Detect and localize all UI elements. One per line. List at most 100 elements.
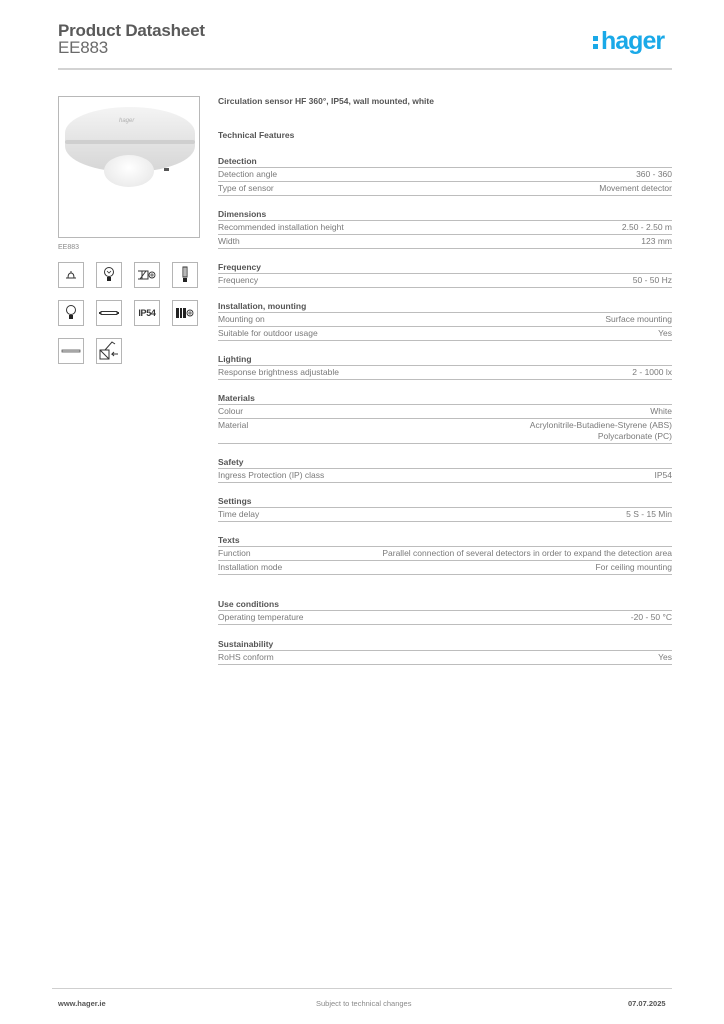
spec-value: White — [650, 406, 672, 416]
header-divider — [58, 68, 672, 70]
section-use-conditions: Use conditions Operating temperature -20… — [218, 598, 672, 625]
spec-value: Surface mounting — [605, 314, 672, 324]
spec-row: Material Acrylonitrile-Butadiene-Styrene… — [218, 419, 672, 444]
fluorescent-tube-icon — [96, 300, 122, 326]
section-title: Safety — [218, 456, 672, 469]
hager-logo: hager — [593, 27, 665, 56]
spec-label: Operating temperature — [218, 612, 304, 622]
spec-value: 2.50 - 2.50 m — [621, 222, 672, 232]
section-frequency: Frequency Frequency 50 - 50 Hz — [218, 261, 672, 288]
ip54-label: IP54 — [138, 308, 156, 318]
section-safety: Safety Ingress Protection (IP) class IP5… — [218, 456, 672, 483]
section-title: Lighting — [218, 353, 672, 366]
sensor-brand-mark: hager — [119, 118, 135, 124]
spec-row: Time delay 5 S - 15 Min — [218, 508, 672, 522]
spec-row: Recommended installation height 2.50 - 2… — [218, 221, 672, 235]
ferromagnetic-transformer-icon — [172, 300, 198, 326]
sensor-dome — [104, 155, 154, 187]
spec-label: Material — [218, 420, 249, 430]
ip54-icon: IP54 — [134, 300, 160, 326]
section-title: Sustainability — [218, 638, 672, 651]
page-title: Product Datasheet — [58, 21, 205, 40]
spec-value: 2 - 1000 lx — [632, 367, 672, 377]
halogen-bulb-icon — [96, 262, 122, 288]
spec-value: Parallel connection of several detectors… — [382, 548, 672, 558]
spec-value: 50 - 50 Hz — [632, 275, 672, 285]
product-code: EE883 — [58, 38, 109, 57]
section-title: Installation, mounting — [218, 300, 672, 313]
switch-input-icon — [96, 338, 122, 364]
spec-label: Colour — [218, 406, 244, 416]
spec-row: Suitable for outdoor usage Yes — [218, 327, 672, 341]
spec-row: Function Parallel connection of several … — [218, 547, 672, 561]
ceiling-lamp-icon — [58, 262, 84, 288]
product-description: Circulation sensor HF 360°, IP54, wall m… — [218, 96, 434, 106]
spec-label: Type of sensor — [218, 183, 274, 193]
spec-value: -20 - 50 °C — [630, 612, 672, 622]
material-pc: Polycarbonate (PC) — [597, 431, 672, 441]
spec-row: Frequency 50 - 50 Hz — [218, 274, 672, 288]
section-lighting: Lighting Response brightness adjustable … — [218, 353, 672, 380]
spec-value: Yes — [658, 652, 672, 662]
section-title: Detection — [218, 155, 672, 168]
sensor-band — [65, 140, 195, 144]
sensor-adjuster — [164, 168, 169, 171]
spec-label: Suitable for outdoor usage — [218, 328, 318, 338]
spec-row: Mounting on Surface mounting — [218, 313, 672, 327]
section-installation-mounting: Installation, mounting Mounting on Surfa… — [218, 300, 672, 341]
spec-label: Response brightness adjustable — [218, 367, 339, 377]
section-texts: Texts Function Parallel connection of se… — [218, 534, 672, 575]
spec-value: Yes — [658, 328, 672, 338]
spec-value: Movement detector — [599, 183, 672, 193]
spec-row: Colour White — [218, 405, 672, 419]
spec-value: 123 mm — [641, 236, 672, 246]
product-image: hager — [58, 96, 200, 238]
spec-row: RoHS conform Yes — [218, 651, 672, 665]
section-materials: Materials Colour White Material Acryloni… — [218, 392, 672, 444]
spec-row: Width 123 mm — [218, 235, 672, 249]
section-title: Use conditions — [218, 598, 672, 611]
section-detection: Detection Detection angle 360 - 360 Type… — [218, 155, 672, 196]
led-tube-icon — [58, 338, 84, 364]
section-settings: Settings Time delay 5 S - 15 Min — [218, 495, 672, 522]
spec-label: Ingress Protection (IP) class — [218, 470, 325, 480]
spec-label: Width — [218, 236, 240, 246]
section-title: Texts — [218, 534, 672, 547]
footer-notice: Subject to technical changes — [316, 999, 412, 1008]
image-caption: EE883 — [58, 244, 80, 251]
incandescent-bulb-icon — [58, 300, 84, 326]
spec-row: Installation mode For ceiling mounting — [218, 561, 672, 575]
section-title: Settings — [218, 495, 672, 508]
material-abs: Acrylonitrile-Butadiene-Styrene (ABS) — [529, 420, 672, 430]
spec-row: Ingress Protection (IP) class IP54 — [218, 469, 672, 483]
footer-divider — [52, 988, 672, 989]
spec-label: Recommended installation height — [218, 222, 344, 232]
electronic-transformer-icon — [134, 262, 160, 288]
spec-label: Function — [218, 548, 251, 558]
spec-label: Installation mode — [218, 562, 283, 572]
section-sustainability: Sustainability RoHS conform Yes — [218, 638, 672, 665]
section-title: Dimensions — [218, 208, 672, 221]
spec-label: Mounting on — [218, 314, 265, 324]
section-title: Frequency — [218, 261, 672, 274]
footer-website-link[interactable]: www.hager.ie — [58, 999, 106, 1008]
spec-row: Response brightness adjustable 2 - 1000 … — [218, 366, 672, 380]
spec-value: 5 S - 15 Min — [626, 509, 672, 519]
spec-row: Detection angle 360 - 360 — [218, 168, 672, 182]
spec-label: Time delay — [218, 509, 260, 519]
section-title: Materials — [218, 392, 672, 405]
spec-row: Type of sensor Movement detector — [218, 182, 672, 196]
spec-label: RoHS conform — [218, 652, 274, 662]
spec-label: Frequency — [218, 275, 259, 285]
spec-value: 360 - 360 — [636, 169, 672, 179]
spec-row: Operating temperature -20 - 50 °C — [218, 611, 672, 625]
section-dimensions: Dimensions Recommended installation heig… — [218, 208, 672, 249]
spec-value: IP54 — [654, 470, 673, 480]
technical-features-title: Technical Features — [218, 130, 295, 140]
spec-label: Detection angle — [218, 169, 278, 179]
compact-fluorescent-icon — [172, 262, 198, 288]
spec-value: For ceiling mounting — [595, 562, 672, 572]
logo-text: hager — [601, 27, 665, 55]
footer-date: 07.07.2025 — [628, 999, 666, 1008]
spec-value-multiline: Acrylonitrile-Butadiene-Styrene (ABS) Po… — [248, 420, 672, 442]
